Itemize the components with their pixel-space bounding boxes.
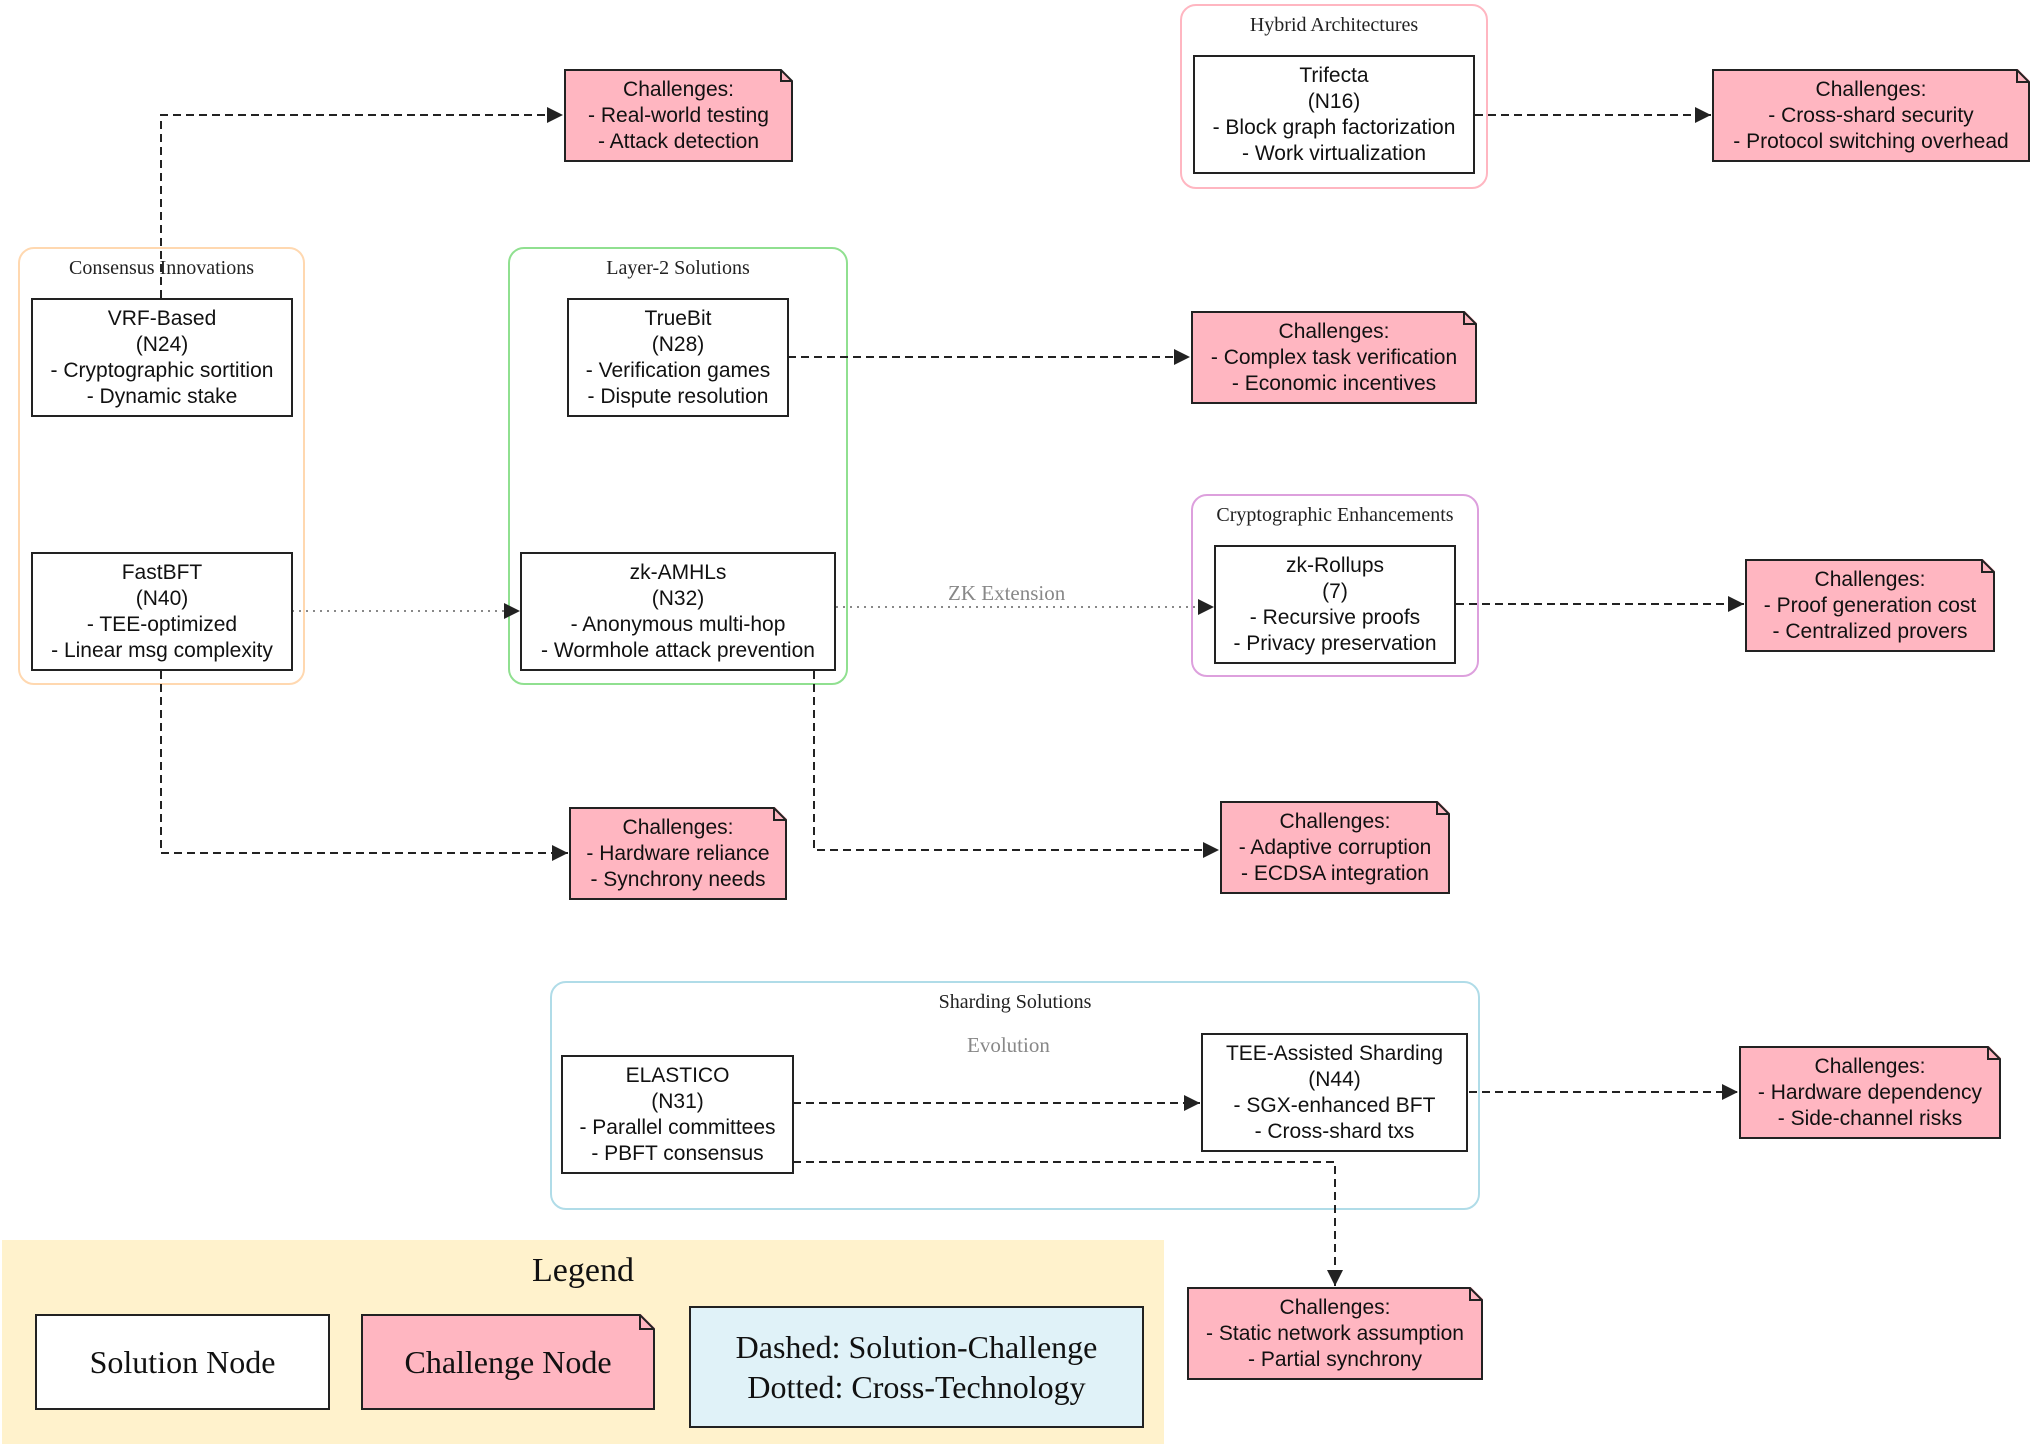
cluster-label: Layer-2 Solutions: [606, 257, 750, 279]
solution-node-trifecta: Trifecta (N16) - Block graph factorizati…: [1193, 55, 1475, 174]
node-line: Trifecta: [1299, 63, 1369, 87]
node-line: - Block graph factorization: [1212, 115, 1456, 139]
node-line: - Verification games: [585, 358, 771, 382]
node-line: Challenges:: [1814, 1054, 1926, 1078]
node-line: - Partial synchrony: [1248, 1347, 1422, 1371]
legend-title: Legend: [532, 1252, 634, 1289]
challenge-node-zk-rollups: Challenges: - Proof generation cost - Ce…: [1745, 559, 1995, 652]
node-line: (N16): [1307, 89, 1361, 113]
node-line: - Complex task verification: [1210, 345, 1458, 369]
solution-node-zk-amhls: zk-AMHLs (N32) - Anonymous multi-hop - W…: [520, 552, 836, 671]
node-line: (N44): [1308, 1067, 1361, 1091]
node-line: Challenges:: [1279, 809, 1391, 833]
cluster-label: Cryptographic Enhancements: [1216, 504, 1454, 526]
node-line: - Proof generation cost: [1763, 593, 1977, 617]
edge-label-zk-extension: ZK Extension: [948, 581, 1066, 605]
node-line: Challenges:: [1279, 1295, 1391, 1319]
node-line: (N24): [135, 332, 189, 356]
node-line: - TEE-optimized: [86, 612, 238, 636]
node-line: TEE-Assisted Sharding: [1225, 1041, 1444, 1065]
legend: Legend Solution Node Challenge Node Dash…: [2, 1240, 1164, 1444]
node-line: - Cryptographic sortition: [50, 358, 274, 382]
node-line: - Side-channel risks: [1777, 1106, 1963, 1130]
node-line: - Anonymous multi-hop: [570, 612, 786, 636]
challenge-node-truebit: Challenges: - Complex task verification …: [1191, 311, 1477, 404]
node-line: - Cross-shard txs: [1254, 1119, 1415, 1143]
legend-solution-label: Solution Node: [89, 1343, 276, 1380]
node-line: - Attack detection: [597, 129, 760, 153]
node-line: - Economic incentives: [1231, 371, 1437, 395]
solution-node-fastbft: FastBFT (N40) - TEE-optimized - Linear m…: [31, 552, 293, 671]
solution-node-truebit: TrueBit (N28) - Verification games - Dis…: [567, 298, 789, 417]
node-line: (N28): [651, 332, 705, 356]
node-line: - Wormhole attack prevention: [541, 638, 815, 662]
node-line: zk-Rollups: [1285, 553, 1385, 577]
node-line: ELASTICO: [625, 1063, 730, 1087]
cluster-label: Sharding Solutions: [938, 991, 1092, 1013]
solution-node-vrf-based: VRF-Based (N24) - Cryptographic sortitio…: [31, 298, 293, 417]
node-line: - Real-world testing: [588, 103, 769, 127]
node-line: TrueBit: [644, 306, 712, 330]
node-line: VRF-Based: [107, 306, 217, 330]
node-line: - Recursive proofs: [1249, 605, 1421, 629]
node-line: Challenges:: [1815, 77, 1927, 101]
legend-challenge-label: Challenge Node: [404, 1343, 612, 1380]
node-line: (7): [1322, 579, 1348, 603]
node-line: (N31): [651, 1089, 704, 1113]
challenge-node-vrf: Challenges: - Real-world testing - Attac…: [564, 69, 793, 162]
legend-challenge-outline: [361, 1314, 655, 1410]
challenge-node-zk-amhls: Challenges: - Adaptive corruption - ECDS…: [1220, 801, 1450, 894]
node-line: Challenges:: [1814, 567, 1926, 591]
node-line: Challenges:: [622, 815, 734, 839]
legend-solution-node: Solution Node: [35, 1314, 330, 1410]
node-line: - ECDSA integration: [1241, 861, 1429, 885]
node-line: - Static network assumption: [1206, 1321, 1464, 1345]
solution-node-zk-rollups: zk-Rollups (7) - Recursive proofs - Priv…: [1214, 545, 1456, 664]
node-line: - Adaptive corruption: [1238, 835, 1432, 859]
node-line: - Linear msg complexity: [51, 638, 273, 662]
node-line: - Synchrony needs: [590, 867, 766, 891]
solution-node-elastico: ELASTICO (N31) - Parallel committees - P…: [561, 1055, 794, 1174]
edge-zkamhl-challenge: [813, 671, 1219, 858]
node-line: (N40): [135, 586, 189, 610]
legend-challenge-node: Challenge Node: [361, 1314, 655, 1410]
node-line: - Centralized provers: [1772, 619, 1968, 643]
node-line: - Cross-shard security: [1768, 103, 1974, 127]
challenge-node-elastico: Challenges: - Static network assumption …: [1187, 1287, 1483, 1380]
node-line: - Dynamic stake: [86, 384, 238, 408]
node-line: zk-AMHLs: [629, 560, 727, 584]
node-line: Challenges:: [623, 77, 734, 101]
legend-line-styles: Dashed: Solution-Challenge Dotted: Cross…: [689, 1306, 1144, 1428]
challenge-node-trifecta: Challenges: - Cross-shard security - Pro…: [1712, 69, 2030, 162]
node-line: FastBFT: [121, 560, 203, 584]
challenge-node-fastbft: Challenges: - Hardware reliance - Synchr…: [569, 807, 787, 900]
node-line: - Protocol switching overhead: [1733, 129, 2009, 153]
node-line: - Hardware dependency: [1757, 1080, 1983, 1104]
node-line: - Privacy preservation: [1233, 631, 1437, 655]
solution-node-tee-assisted-sharding: TEE-Assisted Sharding (N44) - SGX-enhanc…: [1201, 1033, 1468, 1152]
node-line: - Work virtualization: [1242, 141, 1426, 165]
node-line: (N32): [651, 586, 705, 610]
legend-dotted-label: Dotted: Cross-Technology: [747, 1369, 1086, 1405]
node-line: - PBFT consensus: [591, 1141, 764, 1165]
edge-label-evolution: Evolution: [967, 1033, 1050, 1057]
challenge-node-tee-sharding: Challenges: - Hardware dependency - Side…: [1739, 1046, 2001, 1139]
node-line: - Parallel committees: [579, 1115, 776, 1139]
cluster-label: Consensus Innovations: [69, 257, 254, 279]
node-line: Challenges:: [1278, 319, 1390, 343]
legend-dashed-label: Dashed: Solution-Challenge: [735, 1329, 1098, 1365]
edge-fastbft-challenge: [160, 671, 568, 861]
node-line: - Dispute resolution: [587, 384, 769, 408]
cluster-label: Hybrid Architectures: [1249, 14, 1419, 36]
node-line: - SGX-enhanced BFT: [1233, 1093, 1436, 1117]
node-line: - Hardware reliance: [586, 841, 770, 865]
